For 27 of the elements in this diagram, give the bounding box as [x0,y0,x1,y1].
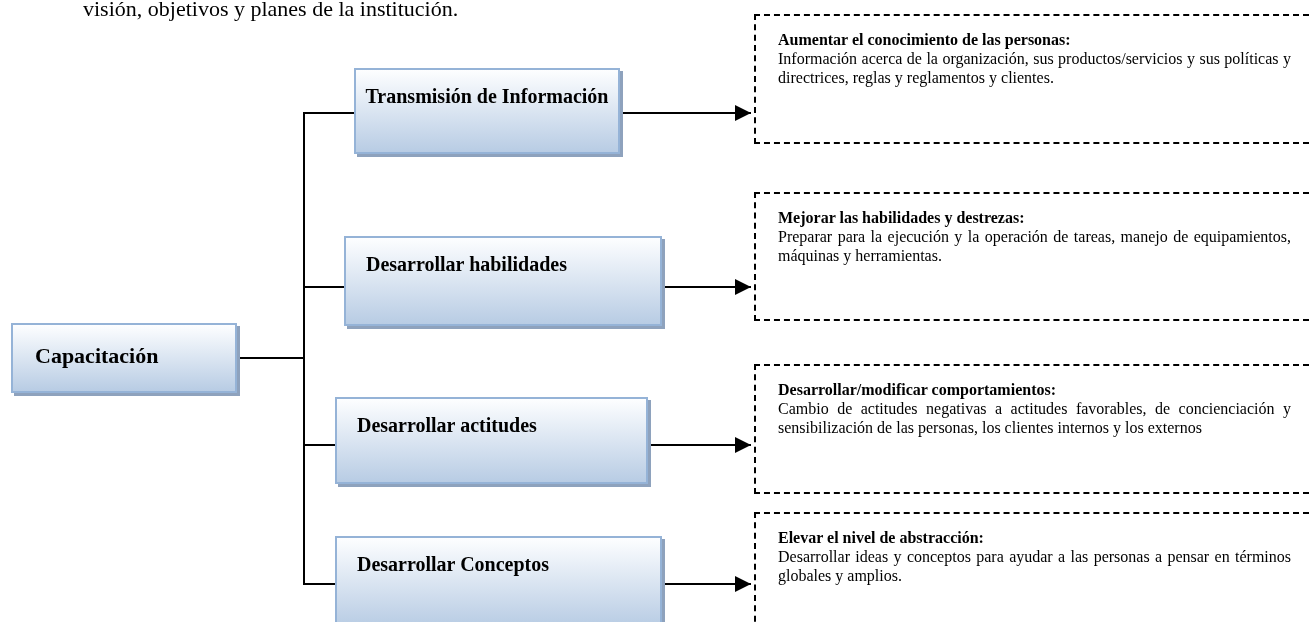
arrow [650,437,752,453]
category-box [335,397,648,484]
description-text: Desarrollar ideas y conceptos para ayudar a las personas a pensar en términos globales y amplios. [778,547,1291,585]
box-title: Desarrollar actitudes [357,413,538,437]
description-heading: Elevar el nivel de abstracción: [778,528,985,547]
category-box [335,536,662,622]
description-text: Preparar para la ejecución y la operación de tareas, manejo de equipamientos, máquinas y herramientas. [778,227,1291,265]
description-text: Cambio de actitudes negativas a actitudes favorables, de concienciación y sensibilización de las personas, los clientes internos y los externos [778,399,1291,437]
category-box [354,68,620,154]
description-text: Información acerca de la organización, sus productos/servicios y sus políticas y directrices, reglas y reglamentos y clientes. [778,49,1291,87]
arrow [622,105,752,121]
root-box [11,323,237,393]
arrow [664,279,752,295]
box-title: Capacitación [35,343,160,370]
category-box [344,236,662,326]
description-heading: Aumentar el conocimiento de las personas: [778,30,1072,49]
description-box [754,364,1309,494]
description-heading: Desarrollar/modificar comportamientos: [778,380,1057,399]
arrow [664,576,752,592]
box-title: Transmisión de Información [364,84,610,108]
description-box [754,192,1309,321]
description-box [754,14,1309,144]
box-title: Desarrollar habilidades [366,252,568,276]
box-title: Desarrollar Conceptos [357,552,550,576]
body-text: visión, objetivos y planes de la institución. [83,0,459,22]
description-box [754,512,1309,622]
description-heading: Mejorar las habilidades y destrezas: [778,208,1026,227]
